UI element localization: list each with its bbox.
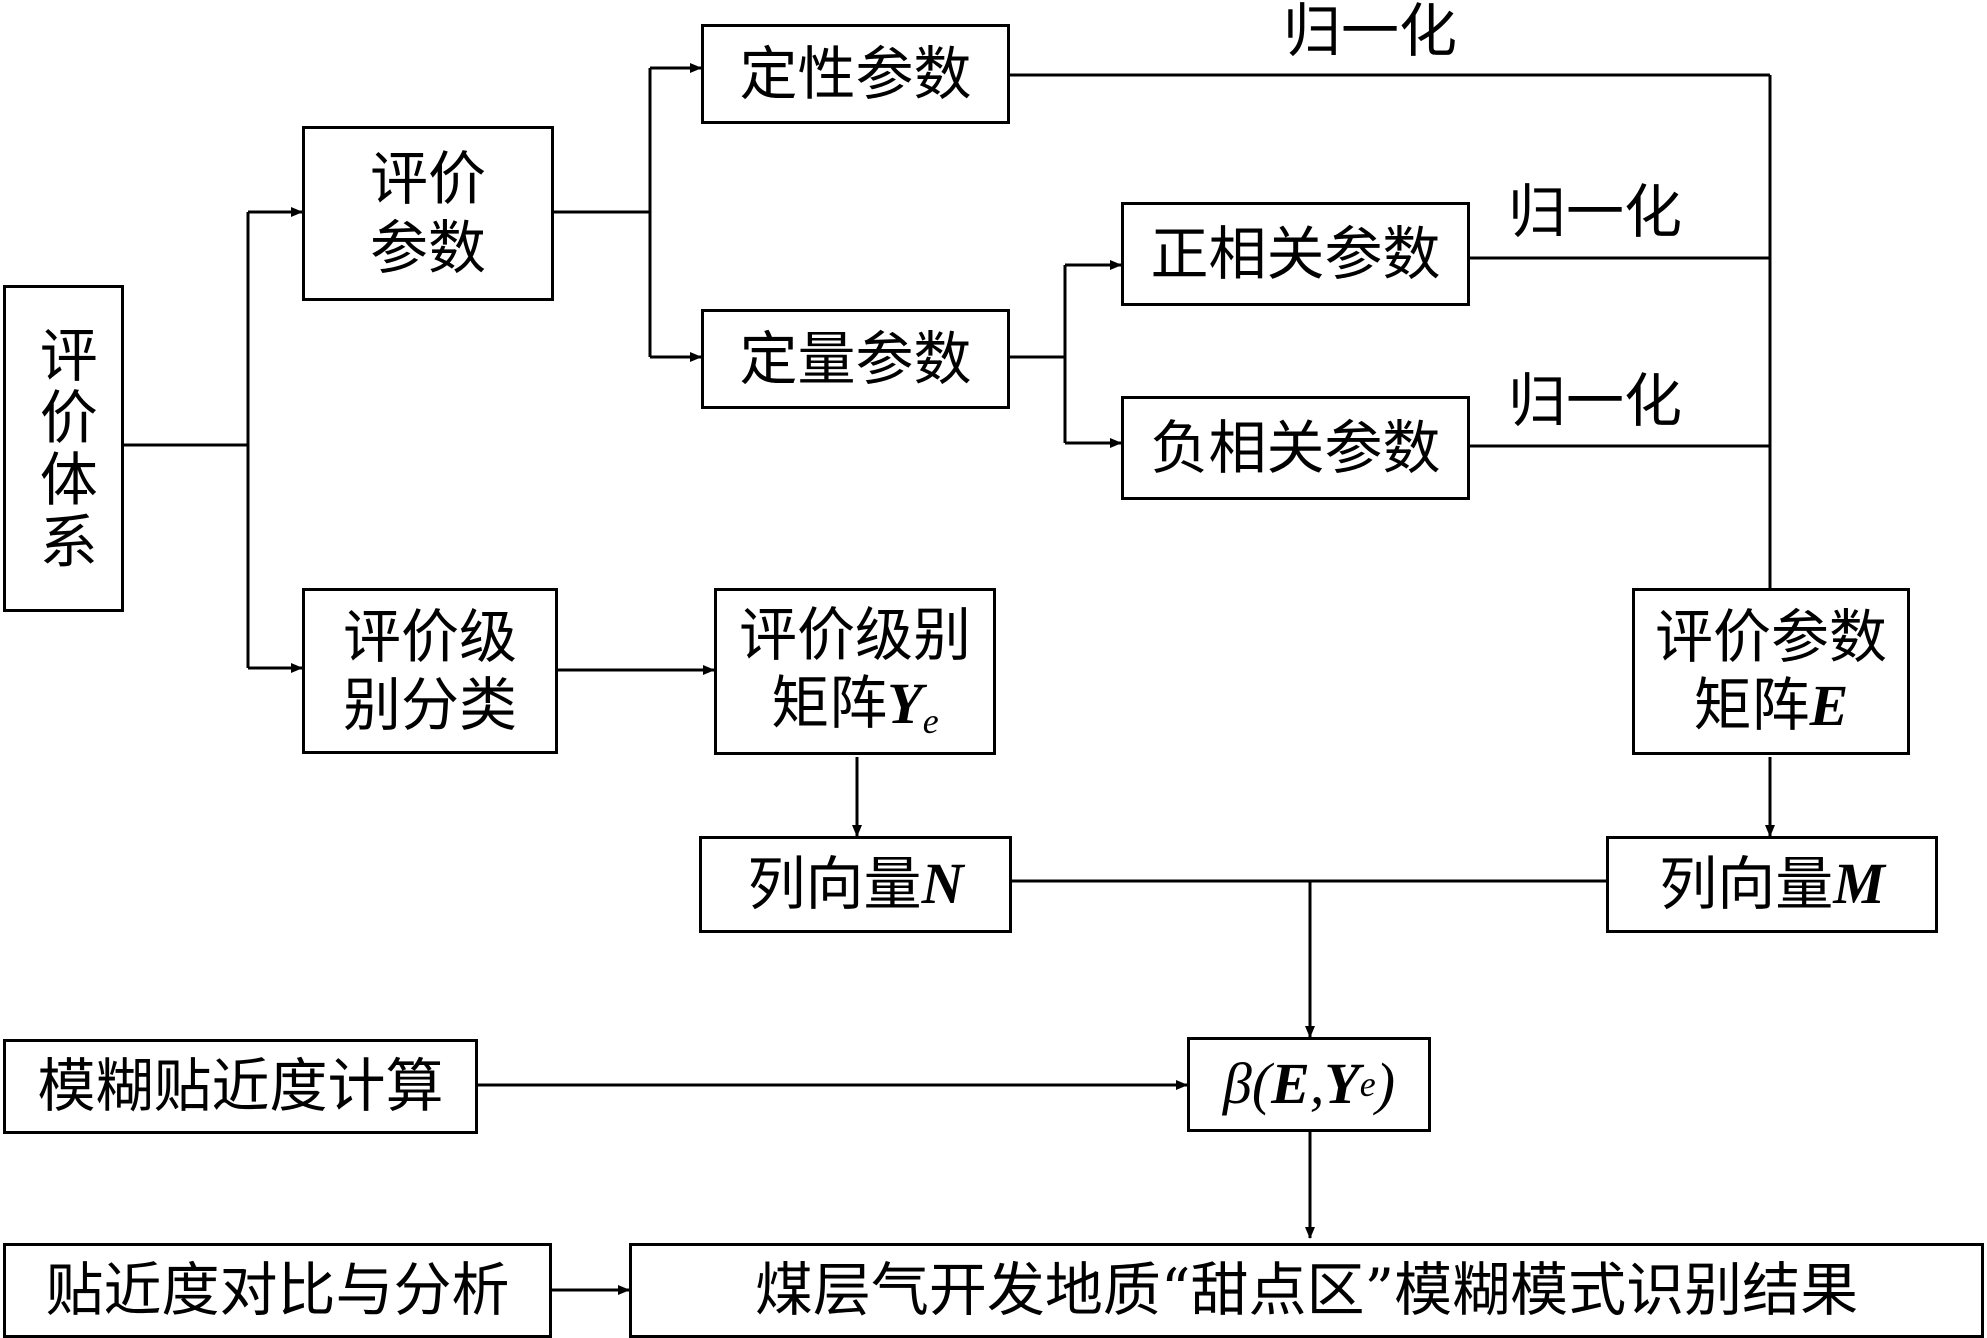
- node-evaluation-system: 评价体系: [3, 285, 124, 612]
- node-positive-params-text: 正相关参数: [1150, 219, 1441, 288]
- node-sweet-spot-result-text: 煤层气开发地质“甜点区”模糊模式识别结果: [754, 1256, 1859, 1325]
- node-closeness-comparison-text: 贴近度对比与分析: [45, 1256, 510, 1325]
- node-negative-params-text: 负相关参数: [1150, 413, 1441, 482]
- beta-arg-y: Y: [1324, 1051, 1360, 1117]
- node-fuzzy-closeness-calc: 模糊贴近度计算: [3, 1039, 478, 1134]
- label-normalize-qualitative: 归一化: [1283, 0, 1458, 65]
- node-evaluation-params: 评价 参数: [302, 126, 554, 301]
- beta-symbol: β: [1222, 1051, 1252, 1117]
- node-evaluation-system-text: 评价体系: [29, 324, 98, 573]
- vector-m-symbol: M: [1833, 851, 1885, 917]
- beta-comma: ,: [1309, 1051, 1325, 1117]
- beta-close-paren: ): [1375, 1051, 1396, 1117]
- node-grade-matrix-prefix: 矩阵: [771, 668, 888, 737]
- node-qualitative-params: 定性参数: [701, 24, 1010, 124]
- node-evaluation-params-line1: 评价: [369, 145, 486, 214]
- matrix-y-symbol: Y: [887, 670, 923, 736]
- node-negative-params: 负相关参数: [1121, 396, 1470, 500]
- node-positive-params: 正相关参数: [1121, 202, 1470, 306]
- node-qualitative-params-text: 定性参数: [739, 39, 972, 108]
- node-grade-classification-line1: 评价级: [342, 602, 517, 671]
- node-column-vector-n-prefix: 列向量: [747, 850, 922, 919]
- node-param-matrix-line2: 矩阵E: [1694, 671, 1849, 740]
- vector-n-symbol: N: [921, 851, 964, 917]
- node-param-matrix: 评价参数 矩阵E: [1632, 588, 1910, 755]
- beta-open-paren: (: [1251, 1051, 1272, 1117]
- node-grade-classification: 评价级 别分类: [302, 588, 558, 754]
- node-column-vector-m-prefix: 列向量: [1659, 850, 1834, 919]
- beta-arg-e: E: [1271, 1051, 1310, 1117]
- matrix-y-subscript: e: [922, 701, 939, 742]
- node-grade-matrix: 评价级别 矩阵Ye: [714, 588, 996, 755]
- beta-arg-y-subscript: e: [1359, 1064, 1376, 1105]
- label-normalize-positive: 归一化: [1508, 178, 1683, 246]
- node-closeness-comparison: 贴近度对比与分析: [3, 1243, 552, 1338]
- node-fuzzy-closeness-calc-text: 模糊贴近度计算: [37, 1052, 444, 1121]
- node-sweet-spot-result: 煤层气开发地质“甜点区”模糊模式识别结果: [629, 1243, 1984, 1338]
- node-quantitative-params-text: 定量参数: [739, 324, 972, 393]
- label-normalize-negative: 归一化: [1508, 367, 1683, 435]
- node-grade-matrix-line1: 评价级别: [738, 600, 971, 669]
- node-quantitative-params: 定量参数: [701, 309, 1010, 409]
- node-grade-classification-line2: 别分类: [342, 671, 517, 739]
- node-param-matrix-line1: 评价参数: [1654, 602, 1887, 671]
- matrix-e-symbol: E: [1809, 673, 1849, 738]
- node-param-matrix-prefix: 矩阵: [1693, 671, 1810, 739]
- node-grade-matrix-line2: 矩阵Ye: [771, 669, 938, 742]
- node-evaluation-params-line2: 参数: [369, 213, 486, 282]
